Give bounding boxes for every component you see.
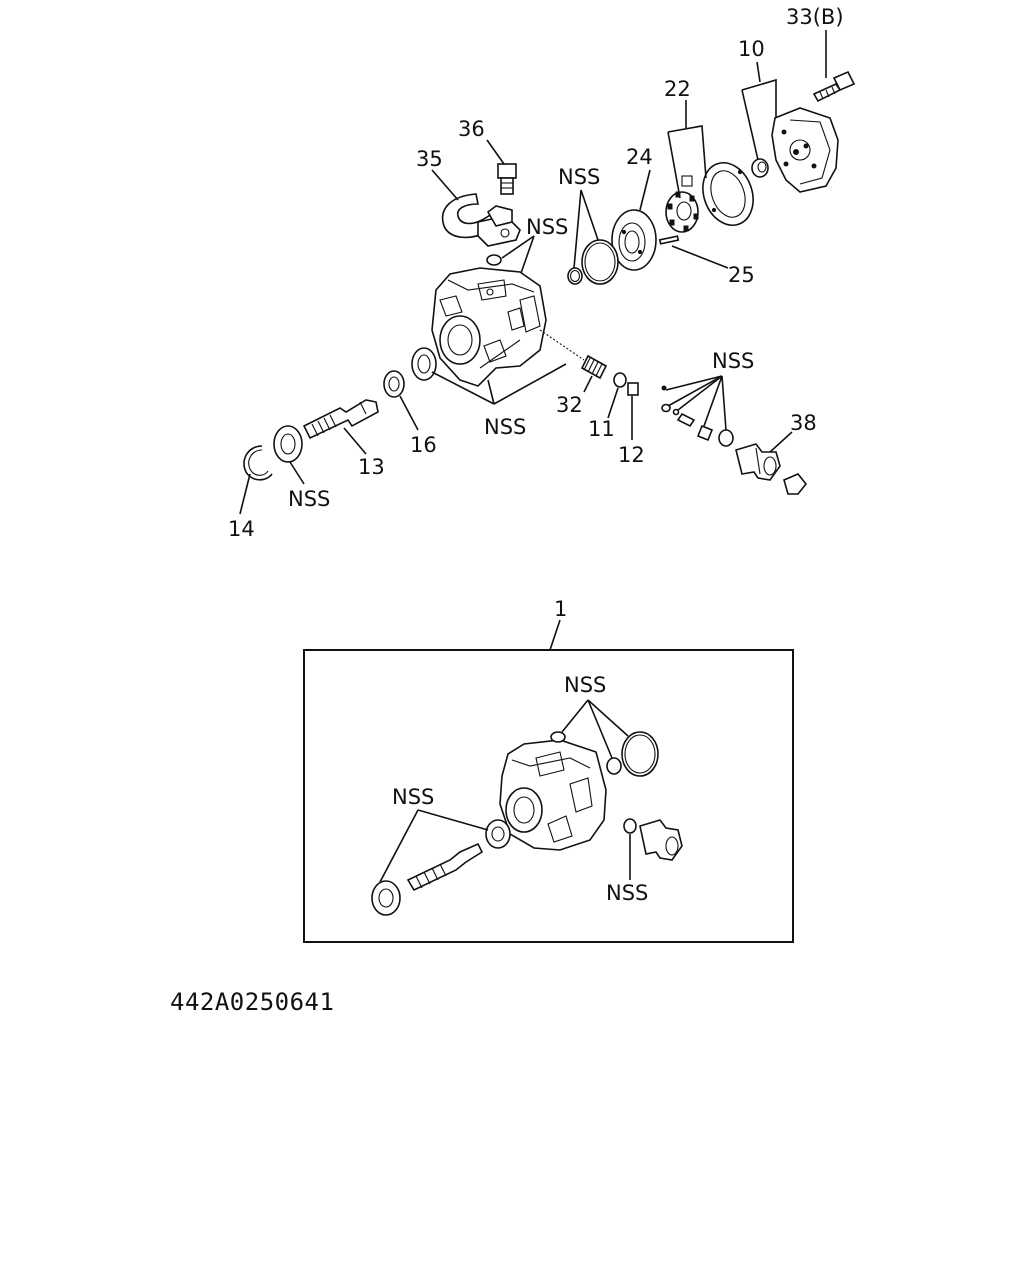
assembly-nss-o-ring-mid[interactable] [606, 757, 622, 775]
leader-nss-a1 [573, 189, 582, 269]
leader-nss-e3 [677, 375, 723, 411]
assembly-pump-body[interactable] [499, 739, 607, 851]
leader-nss-e1 [665, 375, 723, 391]
leader-nss-c2 [487, 379, 495, 405]
nss-label-c: NSS [484, 415, 526, 439]
assembly-connector[interactable] [639, 819, 683, 861]
callout-33: 33(B) [786, 5, 844, 29]
callout-24: 24 [626, 145, 653, 169]
callout-1: 1 [554, 597, 567, 621]
leader-nss-b2 [519, 235, 535, 277]
leader-22-ring [667, 125, 707, 179]
part-22-cam-ring[interactable] [695, 156, 762, 233]
leader-10 [756, 61, 761, 83]
assembly-nss-o-ring-large[interactable] [621, 731, 659, 777]
nss-label-a: NSS [558, 165, 600, 189]
leader-nss-g2 [587, 699, 613, 759]
assembly-nss-o-ring-connector[interactable] [623, 818, 637, 834]
part-25-pin[interactable] [658, 235, 680, 245]
assembly-box [303, 649, 794, 943]
leader-nss-b1 [501, 235, 535, 259]
leader-nss-e2 [667, 375, 723, 407]
part-13-shaft[interactable] [302, 399, 379, 440]
part-11-ring[interactable] [613, 372, 627, 388]
leader-11 [607, 387, 619, 419]
part-35-suction-pipe[interactable] [441, 193, 521, 247]
leader-22-rotor [667, 131, 681, 199]
leader-14 [239, 473, 251, 515]
part-16-washer[interactable] [383, 370, 405, 398]
assembly-nss-oil-seal-rear[interactable] [485, 819, 511, 849]
nss-label-f: NSS [392, 785, 434, 809]
callout-11: 11 [588, 417, 615, 441]
callout-38: 38 [790, 411, 817, 435]
nss-o-ring-large[interactable] [581, 239, 619, 285]
leader-38 [769, 431, 793, 453]
callout-16: 16 [410, 433, 437, 457]
part-38-connector[interactable] [735, 443, 781, 481]
part-33-bolt[interactable] [812, 70, 856, 103]
part-10-bushing[interactable] [751, 158, 769, 178]
valve-small-parts[interactable] [661, 385, 714, 442]
callout-22: 22 [664, 77, 691, 101]
nss-label-b: NSS [526, 215, 568, 239]
pump-body[interactable] [431, 267, 547, 387]
callout-10: 10 [738, 37, 765, 61]
callout-32: 32 [556, 393, 583, 417]
leader-nss-c3 [493, 363, 567, 405]
callout-13: 13 [358, 455, 385, 479]
leader-25 [671, 245, 729, 269]
leader-10-plate [741, 78, 777, 118]
assembly-line-32 [539, 329, 585, 361]
part-32-spring[interactable] [580, 354, 608, 380]
nss-o-ring-pipe[interactable] [486, 254, 502, 266]
nss-label-g: NSS [564, 673, 606, 697]
nss-oil-seal-front[interactable] [411, 347, 437, 381]
nss-o-ring-valve[interactable] [718, 429, 734, 447]
callout-14: 14 [228, 517, 255, 541]
leader-35 [431, 169, 459, 201]
part-22-vane[interactable] [681, 175, 693, 187]
leader-nss-f2 [379, 809, 419, 883]
nss-label-d: NSS [288, 487, 330, 511]
part-22-rotor[interactable] [665, 191, 699, 233]
leader-13 [343, 427, 367, 455]
leader-36 [486, 139, 505, 165]
leader-nss-e5 [721, 375, 727, 431]
callout-36: 36 [458, 117, 485, 141]
leader-10-bushing [741, 89, 759, 161]
part-24-side-plate[interactable] [611, 209, 657, 271]
callout-35: 35 [416, 147, 443, 171]
leader-16 [399, 395, 419, 431]
part-cap[interactable] [783, 473, 808, 495]
part-12-plug[interactable] [627, 382, 639, 396]
leader-nss-g1 [561, 699, 589, 733]
part-36-screw[interactable] [497, 163, 517, 195]
part-10-cover-plate[interactable] [771, 107, 839, 193]
leader-nss-d [289, 461, 305, 485]
nss-o-ring-small[interactable] [567, 267, 583, 285]
leader-32 [583, 375, 593, 393]
callout-25: 25 [728, 263, 755, 287]
leader-nss-g3 [587, 699, 629, 737]
leader-nss-f1 [417, 809, 489, 831]
leader-nss-e4 [703, 375, 723, 427]
nss-oil-seal-shaft[interactable] [273, 425, 303, 463]
leader-24 [639, 169, 651, 211]
callout-12: 12 [618, 443, 645, 467]
part-14-snap-ring[interactable] [243, 445, 273, 481]
nss-label-h: NSS [606, 881, 648, 905]
assembly-nss-oil-seal-front[interactable] [371, 880, 401, 916]
leader-nss-c1 [431, 371, 495, 405]
leader-1 [549, 619, 561, 651]
assembly-shaft[interactable] [406, 842, 484, 892]
leader-nss-a2 [580, 189, 599, 241]
drawing-number: 442A0250641 [170, 988, 335, 1016]
nss-label-e: NSS [712, 349, 754, 373]
assembly-nss-o-ring-top[interactable] [550, 731, 566, 743]
